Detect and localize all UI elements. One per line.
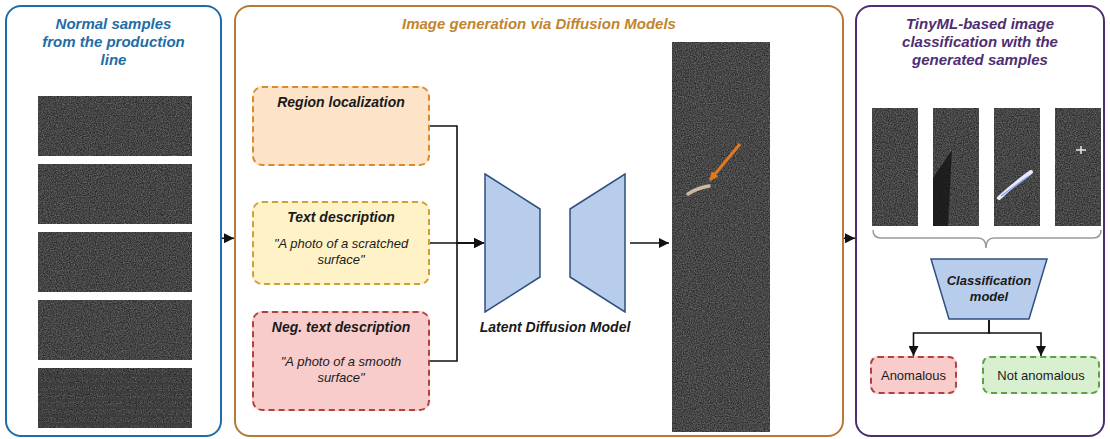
negative-prompt-box: Neg. text description "A photo of a smoot… <box>252 311 430 411</box>
connector-arrow <box>430 243 484 361</box>
connector-arrow <box>430 126 484 243</box>
result-label: Not anomalous <box>997 368 1084 383</box>
model-label: Latent Diffusion Model <box>459 319 651 336</box>
connector-arrow <box>222 237 234 239</box>
connector-arrow <box>989 320 1041 356</box>
prompt-text: "A photo of a smooth surface" <box>262 354 420 386</box>
decoder-trapezoid <box>570 174 625 312</box>
result-box: Anomalous <box>870 356 957 394</box>
region-box: Region localization <box>252 86 430 166</box>
panel-title: TinyML-based image classification with t… <box>878 15 1083 69</box>
connector-arrow <box>914 320 990 356</box>
encoder-decoder-shape <box>484 173 626 313</box>
generated-sample-thumbnails <box>872 108 1101 226</box>
box-title: Region localization <box>277 94 405 111</box>
classification-panel: TinyML-based image classification with t… <box>855 5 1105 437</box>
bracket <box>873 230 1101 248</box>
trapezoid-outline <box>931 259 1047 319</box>
prompt-box: Text description "A photo of a scratched … <box>252 201 430 285</box>
input-panel: Normal samples from the production line <box>5 5 222 437</box>
output-arrow <box>630 242 669 244</box>
generated-image <box>672 42 770 432</box>
connector-arrow <box>844 237 855 239</box>
normal-sample-images <box>38 96 192 428</box>
generation-panel: Image generation via Diffusion ModelsReg… <box>234 5 844 437</box>
panel-title: Normal samples from the production line <box>39 15 189 69</box>
result-box: Not anomalous <box>982 356 1100 394</box>
prompt-text: "A photo of a scratched surface" <box>262 236 420 268</box>
classifier-trapezoid: Classification model <box>930 258 1048 320</box>
panel-title: Image generation via Diffusion Models <box>259 15 819 33</box>
box-title: Text description <box>287 209 395 226</box>
diffusion-model: Latent Diffusion Model <box>484 173 626 313</box>
result-label: Anomalous <box>881 368 946 383</box>
box-title: Neg. text description <box>272 319 410 336</box>
model-label: Classification model <box>946 269 1032 309</box>
encoder-trapezoid <box>485 174 540 312</box>
